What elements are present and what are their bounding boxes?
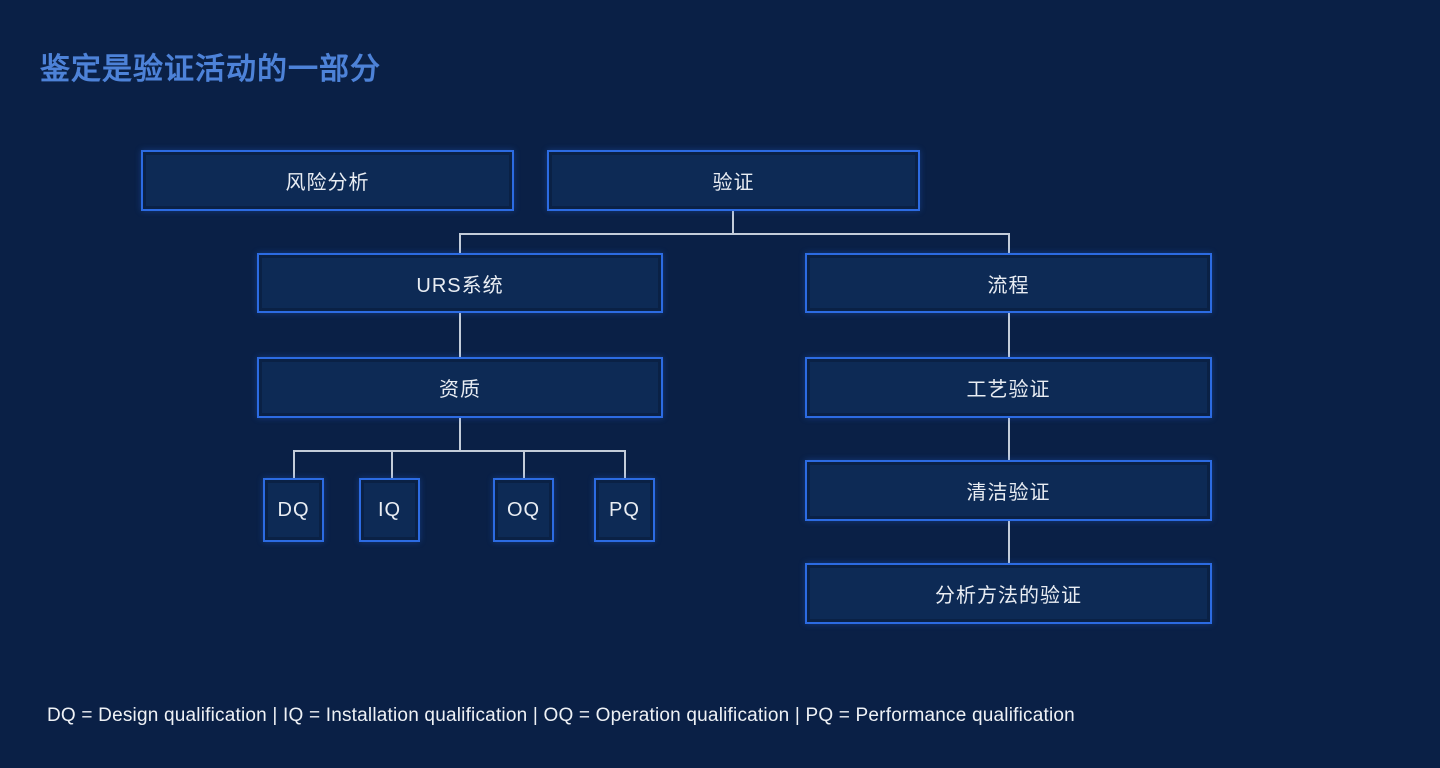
connector-branch-to-iq: [391, 450, 393, 478]
node-pq: PQ: [594, 478, 655, 542]
connector-process-to-procval: [1008, 313, 1010, 358]
connector-procval-to-cleanval: [1008, 418, 1010, 461]
connector-qualification-down: [459, 418, 461, 451]
node-dq: DQ: [263, 478, 324, 542]
connector-urs-to-qualification: [459, 313, 461, 358]
page-title: 鉴定是验证活动的一部分: [40, 53, 381, 86]
qualification-legend: DQ = Design qualification | IQ = Install…: [47, 705, 1075, 726]
node-qualification: 资质: [257, 357, 663, 418]
connector-validation-down: [732, 211, 734, 234]
connector-branch-to-dq: [293, 450, 295, 478]
connector-branch-to-pq: [624, 450, 626, 478]
node-risk-analysis: 风险分析: [141, 150, 514, 211]
node-oq: OQ: [493, 478, 554, 542]
node-cleaning-validation: 清洁验证: [805, 460, 1212, 521]
connector-qualification-branch: [293, 450, 626, 452]
node-urs-system: URS系统: [257, 253, 663, 313]
node-process: 流程: [805, 253, 1212, 313]
node-validation: 验证: [547, 150, 920, 211]
connector-branch-to-process: [1008, 233, 1010, 254]
connector-branch-to-oq: [523, 450, 525, 478]
connector-cleanval-to-analytval: [1008, 521, 1010, 564]
connector-branch-to-urs: [459, 233, 461, 254]
node-process-validation: 工艺验证: [805, 357, 1212, 418]
node-iq: IQ: [359, 478, 420, 542]
connector-validation-branch: [459, 233, 1010, 235]
node-analytical-method-validation: 分析方法的验证: [805, 563, 1212, 624]
